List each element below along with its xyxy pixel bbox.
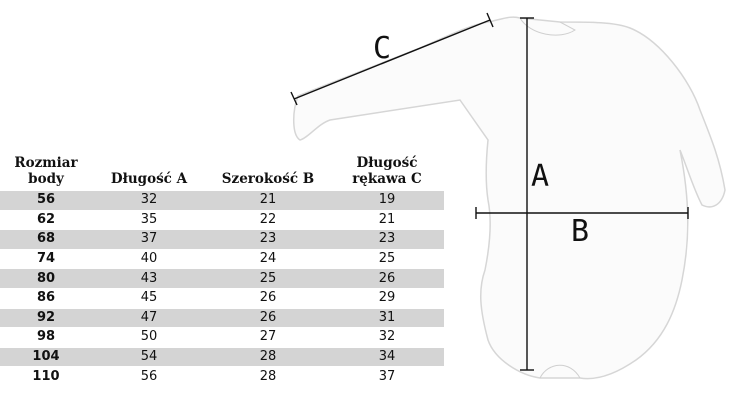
measurement-cell: 34 bbox=[330, 347, 444, 368]
column-header-line: Szerokość B bbox=[221, 171, 315, 187]
measurement-cell: 32 bbox=[92, 191, 206, 211]
measurement-cell: 19 bbox=[330, 191, 444, 211]
size-cell: 56 bbox=[0, 191, 92, 211]
measurement-cell: 25 bbox=[330, 249, 444, 270]
measurement-cell: 26 bbox=[206, 288, 330, 309]
column-header-2: Szerokość B bbox=[206, 155, 330, 191]
bodysuit-neckline bbox=[519, 17, 576, 36]
size-cell: 110 bbox=[0, 366, 92, 387]
measurement-cell: 37 bbox=[330, 366, 444, 387]
measurement-cell: 37 bbox=[92, 229, 206, 250]
measurement-cell: 47 bbox=[92, 308, 206, 329]
measurement-cell: 32 bbox=[330, 327, 444, 348]
size-cell: 92 bbox=[0, 308, 92, 329]
measurement-cell: 21 bbox=[206, 191, 330, 211]
size-cell: 86 bbox=[0, 288, 92, 309]
dimension-line-b bbox=[475, 207, 689, 219]
label-a: A bbox=[531, 159, 549, 194]
measurement-cell: 25 bbox=[206, 268, 330, 289]
size-cell: 98 bbox=[0, 327, 92, 348]
measurement-cell: 29 bbox=[330, 288, 444, 309]
column-header-line: body bbox=[28, 171, 64, 187]
measurement-cell: 24 bbox=[206, 249, 330, 270]
column-header-line: Rozmiar bbox=[14, 155, 78, 171]
size-cell: 80 bbox=[0, 268, 92, 289]
measurement-cell: 43 bbox=[92, 268, 206, 289]
measurement-cell: 45 bbox=[92, 288, 206, 309]
measurement-cell: 56 bbox=[92, 366, 206, 387]
label-b: B bbox=[571, 214, 589, 249]
column-header-line: Długość A bbox=[110, 171, 188, 187]
measurement-cell: 28 bbox=[206, 366, 330, 387]
label-c: C bbox=[373, 31, 391, 66]
measurement-cell: 35 bbox=[92, 210, 206, 231]
bodysuit-leg-opening bbox=[539, 364, 581, 379]
measurement-cell: 54 bbox=[92, 347, 206, 368]
bodysuit-outline bbox=[293, 16, 726, 380]
measurement-cell: 26 bbox=[206, 308, 330, 329]
measurement-cell: 23 bbox=[330, 229, 444, 250]
measurement-cell: 26 bbox=[330, 268, 444, 289]
measurement-cell: 21 bbox=[330, 210, 444, 231]
measurement-cell: 22 bbox=[206, 210, 330, 231]
size-cell: 74 bbox=[0, 249, 92, 270]
column-header-line: rękawa C bbox=[352, 171, 422, 187]
dimension-line-a bbox=[520, 17, 534, 371]
dimension-line-c bbox=[290, 12, 494, 106]
column-header-line: Długość bbox=[356, 155, 418, 171]
measurement-cell: 23 bbox=[206, 229, 330, 250]
measurement-cell: 28 bbox=[206, 347, 330, 368]
column-header-1: Długość A bbox=[92, 155, 206, 191]
measurement-cell: 50 bbox=[92, 327, 206, 348]
measurement-cell: 27 bbox=[206, 327, 330, 348]
measurement-cell: 40 bbox=[92, 249, 206, 270]
size-cell: 68 bbox=[0, 229, 92, 250]
size-cell: 62 bbox=[0, 210, 92, 231]
size-cell: 104 bbox=[0, 347, 92, 368]
measurement-cell: 31 bbox=[330, 308, 444, 329]
